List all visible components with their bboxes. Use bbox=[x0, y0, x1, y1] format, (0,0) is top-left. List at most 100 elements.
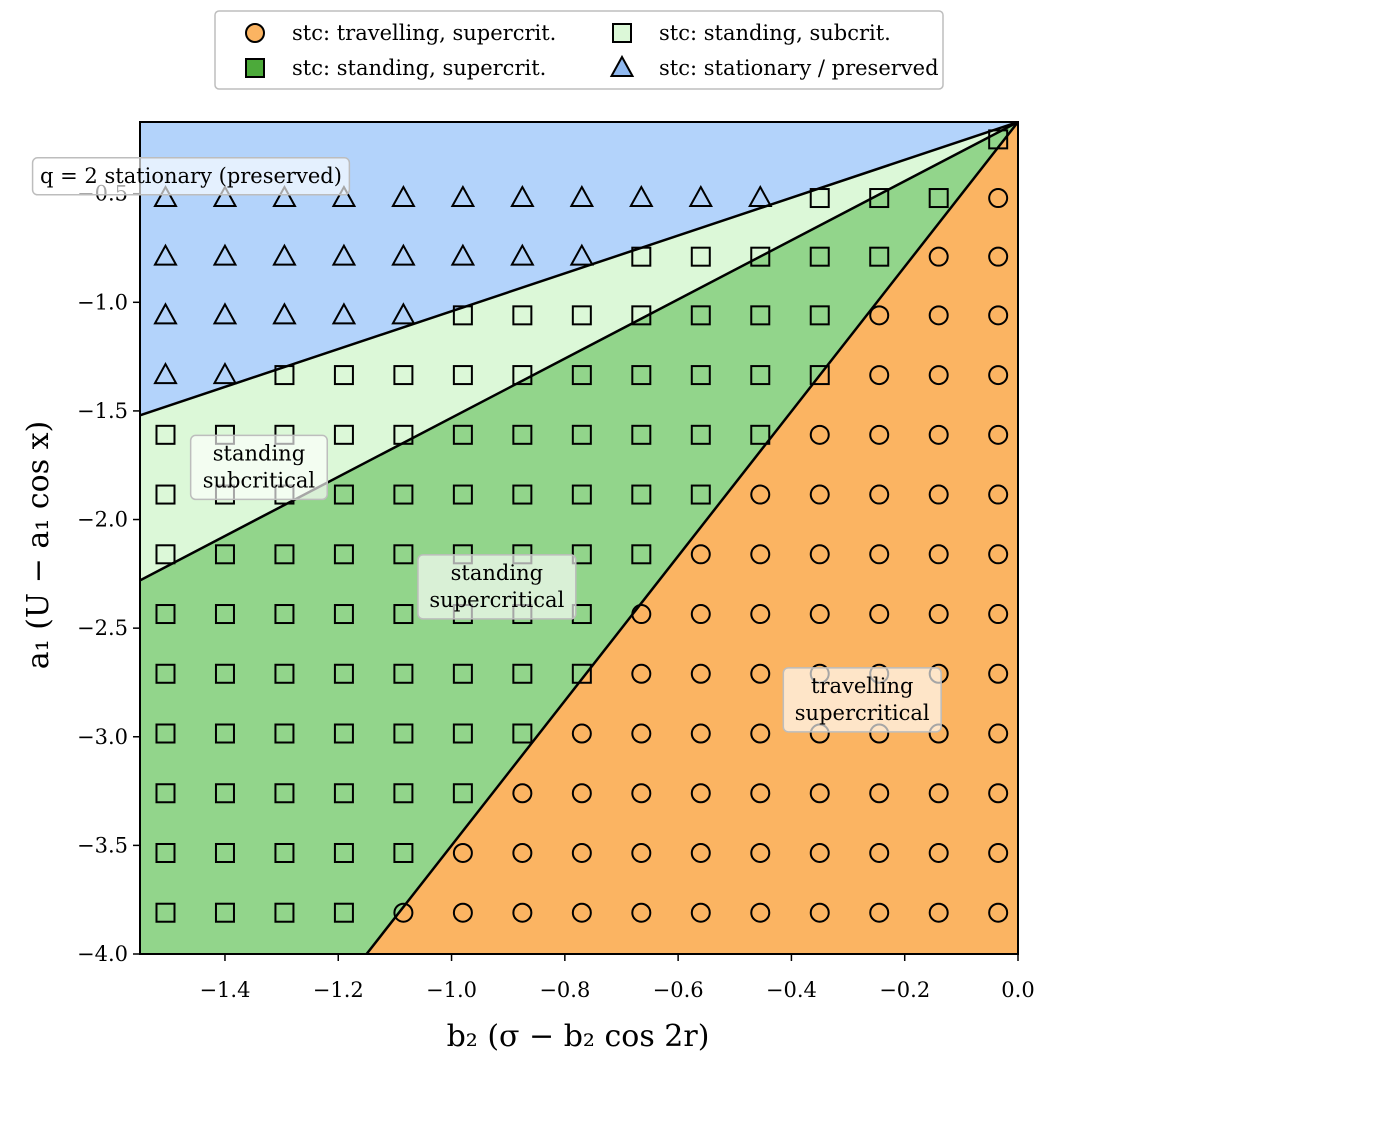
marker-square bbox=[393, 604, 414, 625]
marker-circle bbox=[988, 842, 1009, 863]
marker-circle bbox=[690, 544, 711, 565]
marker-square bbox=[155, 902, 176, 923]
region-annotations: q = 2 stationary (preserved)standingsubc… bbox=[31, 157, 942, 733]
marker-square bbox=[690, 305, 711, 326]
annotation-box-travelling bbox=[782, 667, 942, 733]
marker-circle bbox=[988, 484, 1009, 505]
legend: stc: travelling, supercrit.stc: standing… bbox=[214, 10, 944, 90]
marker-square bbox=[274, 842, 295, 863]
y-tick-label: −3.5 bbox=[77, 833, 128, 857]
marker-circle bbox=[928, 365, 949, 386]
marker-circle bbox=[750, 484, 771, 505]
marker-triangle bbox=[331, 243, 357, 266]
marker-square bbox=[333, 783, 354, 804]
marker-square bbox=[809, 246, 830, 267]
marker-circle bbox=[512, 902, 533, 923]
marker-square bbox=[155, 544, 176, 565]
region-standing-supercritical bbox=[140, 122, 1018, 954]
annotation-box-subcritical bbox=[189, 434, 329, 501]
marker-triangle bbox=[272, 243, 297, 266]
marker-circle bbox=[690, 902, 711, 923]
marker-circle bbox=[988, 783, 1009, 804]
legend-label: stc: stationary / preserved bbox=[659, 56, 939, 80]
marker-circle bbox=[571, 723, 592, 744]
marker-square bbox=[274, 365, 295, 386]
marker-circle bbox=[928, 246, 949, 267]
annotation-box-supercritical bbox=[417, 554, 577, 620]
marker-circle bbox=[750, 663, 771, 684]
marker-square bbox=[155, 484, 176, 505]
marker-square bbox=[333, 842, 354, 863]
marker-circle bbox=[988, 246, 1009, 267]
boundary-standing-travelling bbox=[365, 122, 1018, 954]
y-tick-label: −1.5 bbox=[77, 399, 128, 423]
y-tick-label: −2.0 bbox=[77, 508, 128, 532]
legend-marker-square bbox=[245, 58, 265, 78]
marker-circle bbox=[452, 902, 473, 923]
marker-triangle bbox=[153, 302, 178, 325]
marker-square bbox=[512, 305, 533, 326]
marker-square bbox=[512, 723, 533, 744]
annotation-box-stationary bbox=[31, 157, 351, 196]
marker-circle bbox=[988, 188, 1009, 209]
marker-square bbox=[333, 424, 354, 445]
marker-square bbox=[452, 365, 473, 386]
marker-square bbox=[750, 424, 771, 445]
annotation-text-supercritical: standing bbox=[451, 561, 543, 585]
marker-square bbox=[869, 188, 890, 209]
marker-square bbox=[750, 305, 771, 326]
marker-triangle bbox=[153, 184, 178, 208]
x-axis-label: b₂ (σ − b₂ cos 2r) bbox=[447, 1019, 710, 1054]
marker-circle bbox=[393, 902, 414, 923]
marker-square bbox=[631, 544, 652, 565]
marker-square bbox=[571, 484, 592, 505]
marker-square bbox=[214, 723, 235, 744]
marker-square bbox=[809, 305, 830, 326]
y-axis-label: a₁ (U − a₁ cos x) bbox=[21, 421, 56, 670]
marker-circle bbox=[869, 783, 890, 804]
marker-circle bbox=[809, 902, 830, 923]
marker-square bbox=[571, 544, 592, 565]
marker-triangle bbox=[748, 184, 773, 208]
annotation-text-supercritical: supercritical bbox=[429, 588, 564, 612]
marker-square bbox=[155, 783, 176, 804]
marker-square bbox=[393, 424, 414, 445]
marker-circle bbox=[988, 723, 1009, 744]
marker-square bbox=[155, 723, 176, 744]
marker-triangle bbox=[272, 184, 297, 208]
marker-triangle bbox=[629, 184, 654, 208]
marker-circle bbox=[988, 604, 1009, 625]
y-tick-label: −1.0 bbox=[77, 290, 128, 314]
marker-circle bbox=[928, 783, 949, 804]
marker-circle bbox=[631, 902, 652, 923]
marker-square bbox=[333, 604, 354, 625]
y-tick-label: −2.5 bbox=[77, 616, 128, 640]
marker-square bbox=[214, 663, 235, 684]
marker-circle bbox=[869, 902, 890, 923]
marker-triangle bbox=[153, 243, 178, 266]
marker-triangle bbox=[391, 184, 416, 208]
marker-circle bbox=[512, 783, 533, 804]
marker-circle bbox=[631, 723, 652, 744]
marker-square bbox=[274, 604, 295, 625]
marker-circle bbox=[869, 544, 890, 565]
x-tick-label: −0.6 bbox=[653, 978, 704, 1002]
marker-circle bbox=[750, 723, 771, 744]
marker-circle bbox=[690, 783, 711, 804]
marker-circle bbox=[809, 783, 830, 804]
marker-square bbox=[452, 783, 473, 804]
marker-circle bbox=[988, 365, 1009, 386]
legend-marker-square bbox=[612, 23, 632, 43]
marker-triangle bbox=[391, 302, 416, 325]
marker-square bbox=[452, 484, 473, 505]
marker-triangle bbox=[391, 243, 416, 266]
marker-circle bbox=[869, 365, 890, 386]
marker-triangle bbox=[331, 184, 357, 208]
marker-square bbox=[869, 246, 890, 267]
marker-circle bbox=[750, 842, 771, 863]
marker-square bbox=[571, 663, 592, 684]
marker-circle bbox=[750, 783, 771, 804]
marker-square bbox=[214, 604, 235, 625]
marker-triangle bbox=[569, 184, 595, 208]
